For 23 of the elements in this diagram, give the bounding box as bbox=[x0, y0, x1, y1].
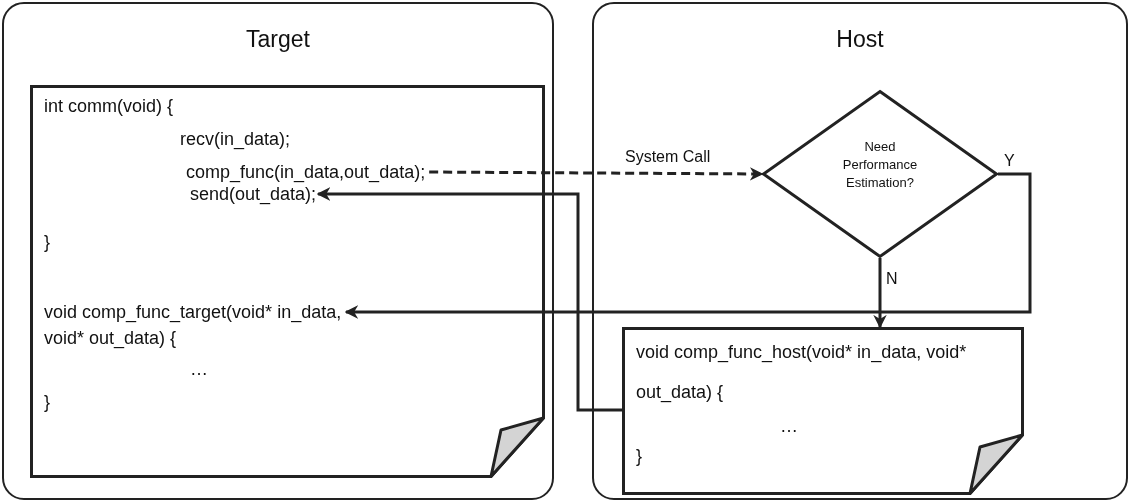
edge-label: N bbox=[886, 270, 898, 288]
code-text: } bbox=[44, 231, 50, 254]
edge-label: System Call bbox=[625, 148, 711, 166]
host-panel bbox=[592, 2, 1128, 500]
arrow bbox=[344, 172, 1032, 319]
code-text: void comp_func_target(void* in_data, void* out_data) { bbox=[44, 301, 343, 351]
decision-text: Need Performance Estimation? bbox=[841, 138, 919, 192]
code-text: int comm(void) { bbox=[44, 95, 174, 118]
code-text: recv(in_data); bbox=[180, 128, 291, 152]
code-text: } bbox=[44, 391, 50, 414]
arrow bbox=[429, 167, 764, 181]
edge-label: Y bbox=[1004, 152, 1015, 170]
code-text: comp_func(in_data,out_data); bbox=[186, 161, 426, 185]
code-text: void comp_func_host(void* in_data, void* out_data) { bbox=[636, 341, 968, 405]
arrow bbox=[316, 187, 622, 412]
panel-title: Host bbox=[836, 26, 884, 52]
code-text: send(out_data); bbox=[190, 183, 317, 207]
arrow bbox=[873, 258, 887, 329]
code-text: } bbox=[636, 445, 642, 468]
code-text: … bbox=[190, 358, 208, 381]
panel-title: Target bbox=[246, 26, 310, 52]
code-text: … bbox=[780, 415, 798, 438]
target-panel bbox=[2, 2, 554, 500]
